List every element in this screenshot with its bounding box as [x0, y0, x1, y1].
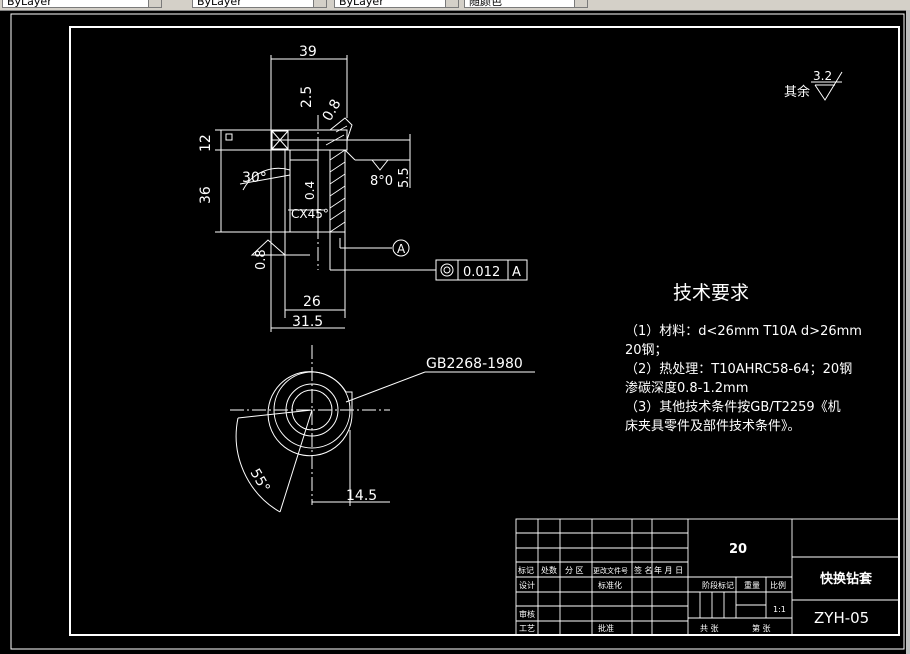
dim-31-5: 31.5 [292, 314, 323, 330]
dim-12: 12 [198, 134, 214, 152]
row-label-date: 年 月 日 [654, 565, 683, 575]
dim-8deg: 8°0 [370, 174, 393, 189]
tech-req-line: 床夹具零件及部件技术条件》。 [625, 419, 801, 434]
dim-2-5: 2.5 [299, 86, 315, 108]
label-review: 审核 [519, 609, 535, 619]
dim-0-8-top: 0.8 [320, 97, 345, 124]
material-value: 20 [729, 542, 747, 557]
part-name: 快换钻套 [820, 571, 873, 587]
tolerance-value: 0.012 [463, 265, 500, 280]
drawing-border [69, 26, 900, 636]
surface-rest-value: 3.2 [813, 69, 832, 83]
outer-frame [10, 13, 905, 650]
linetype-select[interactable]: ByLayer [192, 0, 327, 8]
label-designer: 设计 [519, 580, 535, 590]
title-block [515, 518, 900, 636]
section-view [215, 55, 528, 332]
row-label-sign: 签 名 [634, 565, 653, 575]
tech-req-line: （1）材料：d<26mm T10A d>26mm [625, 324, 862, 339]
lineweight-select[interactable]: ByLayer [334, 0, 459, 8]
scale-value: 1:1 [773, 605, 786, 614]
label-process: 工艺 [519, 624, 535, 633]
color-select-value: ByLayer [7, 0, 52, 8]
label-stage-mark: 阶段标记 [702, 580, 734, 590]
chevron-down-icon[interactable] [445, 0, 458, 7]
linetype-select-value: ByLayer [197, 0, 242, 8]
dim-30deg: 30° [242, 170, 267, 186]
chevron-down-icon[interactable] [148, 0, 161, 7]
chevron-down-icon[interactable] [313, 0, 326, 7]
dim-14-5: 14.5 [346, 488, 377, 504]
tech-req-line: 渗碳深度0.8-1.2mm [625, 381, 749, 396]
dim-0-4: 0.4 [303, 181, 317, 200]
label-sheet-no: 第 张 [752, 623, 771, 633]
tech-req-line: （3）其他技术条件按GB/T2259《机 [625, 400, 841, 415]
standard-ref: GB2268-1980 [426, 356, 523, 372]
dim-39: 39 [299, 44, 317, 60]
row-label-change-doc: 更改文件号 [593, 566, 628, 575]
surface-roughness-symbol [811, 71, 843, 101]
drawing-number: ZYH-05 [814, 609, 869, 627]
tolerance-datum: A [512, 265, 521, 280]
plan-view [230, 345, 535, 513]
tech-req-line: （2）热处理：T10AHRC58-64；20钢 [625, 362, 853, 377]
dim-36: 36 [198, 186, 214, 204]
chevron-down-icon[interactable] [574, 0, 587, 7]
tech-req-line: 20钢； [625, 343, 668, 358]
label-approve: 批准 [598, 623, 614, 633]
dim-5-5: 5.5 [397, 167, 412, 188]
surface-rest-label: 其余 [784, 84, 810, 100]
dim-0-8-left: 0.8 [254, 249, 269, 270]
plotstyle-select[interactable]: 随颜色 [464, 0, 588, 8]
dim-26: 26 [303, 294, 321, 310]
datum-label: A [397, 242, 406, 256]
property-toolbar: ByLayer ByLayer ByLayer 随颜色 [0, 0, 910, 11]
label-scale: 比例 [770, 580, 786, 590]
dim-cx45: CX45° [291, 207, 329, 221]
scrollbar[interactable] [906, 10, 910, 654]
row-label-zone: 分 区 [565, 566, 584, 575]
row-label-mark: 标记 [518, 565, 534, 575]
color-select[interactable]: ByLayer [2, 0, 162, 8]
label-weight: 重量 [744, 580, 760, 590]
plotstyle-select-value: 随颜色 [469, 0, 502, 8]
label-standardized: 标准化 [598, 580, 622, 590]
row-label-count: 处数 [541, 565, 557, 575]
tech-req-list: （1）材料：d<26mm T10A d>26mm 20钢； （2）热处理：T10… [625, 322, 862, 436]
dim-55deg: 55° [247, 466, 273, 496]
tech-req-title: 技术要求 [673, 282, 750, 304]
label-sheets: 共 张 [700, 624, 719, 633]
lineweight-select-value: ByLayer [339, 0, 384, 8]
